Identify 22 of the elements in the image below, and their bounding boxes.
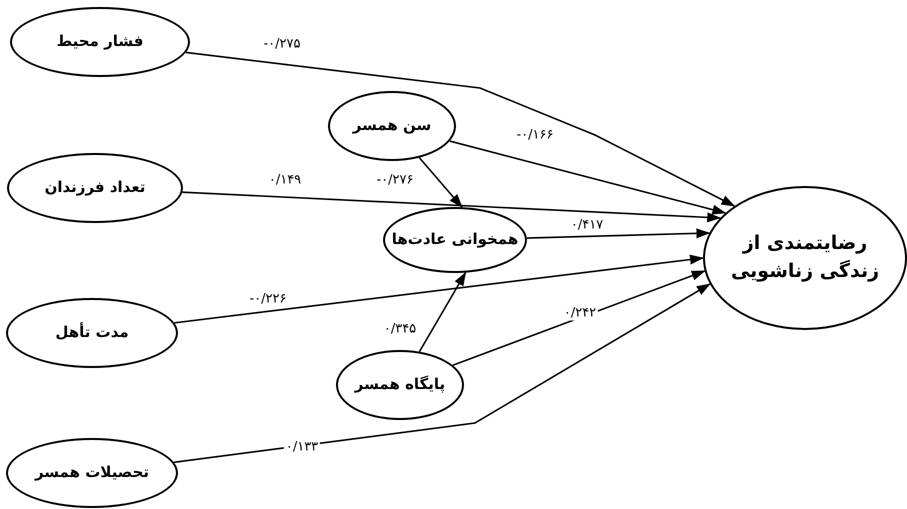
node-label: تعداد فرزندان: [44, 177, 146, 198]
arrow: [418, 272, 466, 352]
arrow: [450, 140, 726, 215]
arrow: [174, 254, 704, 324]
node-label: سن همسر: [352, 115, 432, 136]
arrow: [526, 228, 710, 239]
arrow: [418, 157, 463, 208]
node-label: تحصیلات همسر: [34, 462, 150, 484]
edge-label: ۰/۱۳۳: [284, 440, 320, 454]
node-label: فشار محیط: [56, 31, 144, 52]
node-label: مدت تأهل: [55, 322, 129, 344]
edge-label: -۰/۲۷۵: [262, 36, 302, 52]
arrow: [182, 191, 722, 222]
arrow: [452, 270, 706, 366]
node-label: رضایتمندی از زندگی زناشویی: [730, 231, 880, 284]
edge-label: -۰/۲۲۶: [248, 292, 288, 306]
arrow: [186, 52, 736, 207]
node-label: همخوانی عادت‌ها: [392, 229, 518, 250]
arrow: [174, 283, 711, 464]
edge-label: -۰/۲۷۶: [374, 172, 416, 188]
edge-label: -۰/۱۶۶: [514, 128, 556, 142]
node-label: پایگاه همسر: [354, 374, 446, 396]
